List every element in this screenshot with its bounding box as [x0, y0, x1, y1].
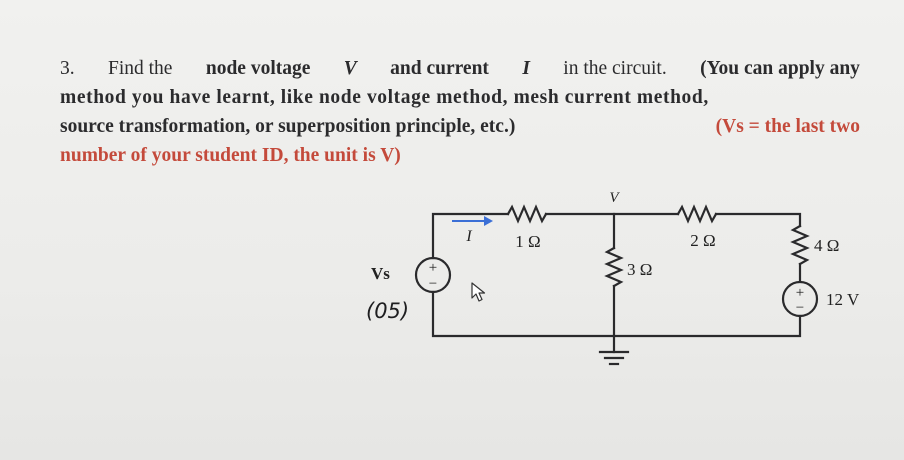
r3-label: 3 Ω [627, 260, 652, 279]
question-lead: Find the [108, 58, 173, 79]
question-number: 3. [60, 58, 75, 79]
question-paren: (You can apply any [700, 58, 860, 79]
question-in-circuit: in the circuit. [563, 58, 667, 79]
question-line-4: number of your student ID, the unit is V… [60, 141, 860, 170]
resistor-4ohm [790, 224, 810, 266]
v12-plus-sign: + [796, 285, 804, 301]
question-text: 3. Find the node voltage V and current I… [60, 54, 860, 170]
question-and-current: and current [390, 58, 489, 79]
question-var-v: V [343, 58, 357, 79]
question-line-2: method you have learnt, like node voltag… [60, 83, 860, 112]
source-vs [414, 256, 452, 294]
question-var-i: I [522, 58, 530, 79]
current-label: I [465, 228, 472, 245]
question-node-voltage: node voltage [205, 58, 311, 79]
vs-handwritten-value: (05) [366, 299, 409, 323]
vs-label: Vs [371, 264, 390, 283]
question-vs-note-1: (Vs = the last two [715, 116, 860, 137]
v12-minus-sign: − [796, 300, 804, 316]
resistor-3ohm [604, 246, 624, 288]
mouse-cursor-icon [471, 282, 486, 302]
r4-label: 4 Ω [814, 236, 839, 255]
r1-label: 1 Ω [515, 232, 540, 251]
question-source-transformation: source transformation, or superposition … [60, 116, 516, 137]
vs-plus-sign: + [429, 260, 437, 276]
current-arrow-head [484, 216, 493, 226]
wire-top-right [714, 212, 802, 228]
v12-label: 12 V [826, 290, 860, 309]
question-vs-note-2: number of your student ID, the unit is V… [60, 145, 401, 166]
wire-right-bottom [431, 290, 802, 338]
question-methods: method you have learnt, like node voltag… [60, 87, 709, 108]
r2-label: 2 Ω [690, 231, 715, 250]
wire-top-left [431, 212, 510, 260]
resistor-2ohm [676, 204, 718, 224]
resistor-1ohm [506, 204, 548, 224]
vs-minus-sign: − [429, 276, 437, 292]
question-line-1: 3. Find the node voltage V and current I… [60, 54, 860, 83]
node-voltage-label: V [609, 190, 620, 206]
question-line-3: source transformation, or superposition … [60, 112, 860, 141]
